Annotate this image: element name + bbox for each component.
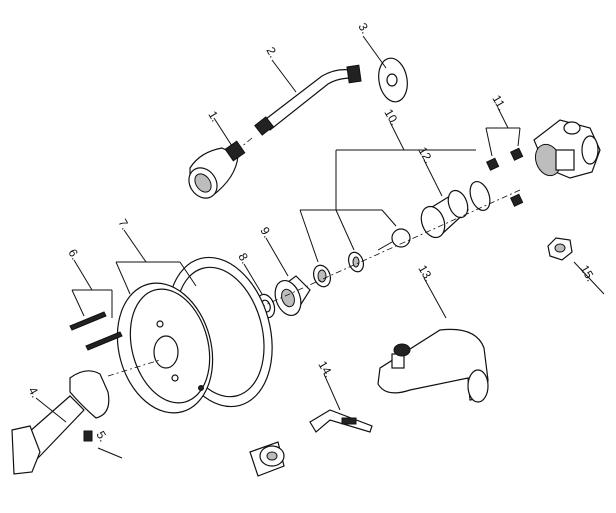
bonnet-nut: [274, 275, 311, 317]
callout-7: 7.: [115, 217, 132, 233]
callout-6: 6.: [65, 247, 82, 263]
callout-14: 14.: [315, 359, 335, 380]
callout-13: 13.: [415, 263, 435, 284]
callout-15: 15.: [577, 263, 597, 284]
callout-5: 5.: [93, 429, 110, 445]
callout-12: 12.: [415, 145, 435, 166]
set-screws: [486, 147, 524, 207]
callout-1: 1.: [205, 109, 222, 125]
shower-head: [188, 140, 246, 199]
tape-roll: [249, 441, 285, 477]
ball-stem: [377, 228, 411, 251]
o-ring: [469, 180, 491, 212]
mounting-screws: [69, 311, 123, 351]
cartridge-sleeve: [420, 189, 469, 239]
handle-set-screw: [83, 430, 93, 442]
nut: [547, 237, 573, 261]
wrench-tool: [309, 409, 373, 433]
escutcheon-plate: [116, 282, 214, 414]
callout-9: 9.: [257, 225, 274, 241]
callout-2: 2.: [263, 45, 280, 61]
shower-arm: [254, 64, 362, 136]
tub-spout: [377, 328, 489, 403]
callout-8: 8.: [235, 251, 252, 267]
callout-4: 4.: [25, 385, 42, 401]
valve-body: [533, 119, 601, 179]
callout-11: 11.: [489, 93, 509, 114]
lever-handle: [11, 370, 110, 475]
leader-lines: [35, 35, 605, 459]
callout-3: 3.: [355, 21, 372, 37]
shower-arm-flange: [378, 57, 408, 103]
seat-springs: [312, 251, 365, 288]
callout-10: 10.: [381, 107, 401, 128]
